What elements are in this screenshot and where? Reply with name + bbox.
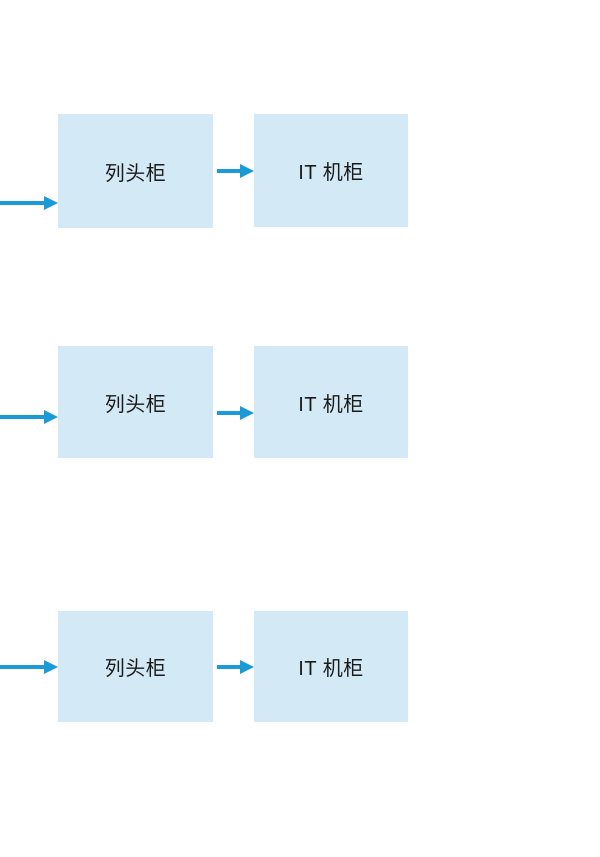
arrow-line bbox=[0, 665, 46, 669]
it-cabinet-node: IT 机柜 bbox=[254, 114, 408, 227]
arrow-line bbox=[217, 665, 242, 669]
it-cabinet-node: IT 机柜 bbox=[254, 611, 408, 722]
column-head-cabinet-node: 列头柜 bbox=[58, 114, 213, 228]
node-label: 列头柜 bbox=[104, 658, 167, 680]
column-head-cabinet-node: 列头柜 bbox=[58, 611, 213, 722]
arrow-line bbox=[0, 201, 46, 205]
node-label: IT 机柜 bbox=[298, 162, 364, 184]
it-cabinet-node: IT 机柜 bbox=[254, 346, 408, 458]
arrow-line bbox=[217, 169, 242, 173]
connector-arrow bbox=[217, 660, 254, 674]
arrowhead-icon bbox=[44, 196, 58, 210]
arrow-line bbox=[217, 411, 242, 415]
input-arrow bbox=[0, 410, 58, 424]
node-label: IT 机柜 bbox=[298, 658, 364, 680]
node-label: 列头柜 bbox=[104, 162, 167, 185]
connector-arrow bbox=[217, 406, 254, 420]
arrowhead-icon bbox=[240, 164, 254, 178]
input-arrow bbox=[0, 660, 58, 674]
arrowhead-icon bbox=[240, 406, 254, 420]
input-arrow bbox=[0, 196, 58, 210]
node-label: 列头柜 bbox=[104, 393, 167, 416]
node-label: IT 机柜 bbox=[298, 393, 364, 416]
column-head-cabinet-node: 列头柜 bbox=[58, 346, 213, 458]
arrow-line bbox=[0, 415, 46, 419]
arrowhead-icon bbox=[240, 660, 254, 674]
connector-arrow bbox=[217, 164, 254, 178]
arrowhead-icon bbox=[44, 660, 58, 674]
arrowhead-icon bbox=[44, 410, 58, 424]
